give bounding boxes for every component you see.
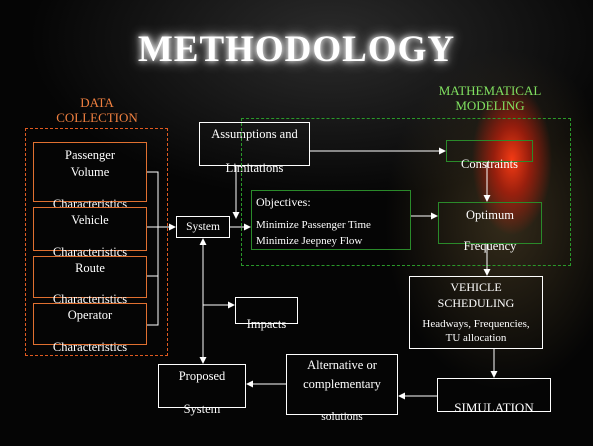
vehicle-scheduling-line2: SCHEDULING — [437, 296, 515, 310]
optimum-frequency-box — [438, 202, 542, 244]
passenger-label: Passenger — [65, 148, 115, 162]
operator-box — [33, 303, 147, 345]
limitations-label: Limitations — [225, 161, 284, 175]
proposed-system-box — [158, 364, 246, 408]
optimum-label: Optimum — [466, 208, 514, 222]
objective-jeepney-flow: Minimize Jeepney Flow — [256, 235, 363, 247]
vehicle-box — [33, 207, 147, 251]
alternative-line2: complementary — [303, 377, 381, 391]
alternative-line1: Alternative or — [307, 358, 377, 372]
system-box — [176, 216, 230, 238]
impacts-box — [235, 297, 298, 324]
vehicle-scheduling-line3: Headways, Frequencies, — [422, 318, 530, 330]
passenger-volume-box — [33, 142, 147, 202]
vehicle-scheduling-line4: TU allocation — [445, 332, 507, 344]
volume-label: Volume — [70, 165, 110, 179]
modeling-heading-line2: MODELING — [455, 97, 525, 113]
assumptions-box — [199, 122, 310, 166]
constraints-label: Constraints — [461, 157, 518, 171]
frequency-label: Frequency — [463, 239, 517, 253]
mathematical-heading-line1: MATHEMATICAL — [438, 83, 542, 98]
vehicle-label: Vehicle — [71, 213, 109, 227]
objective-passenger-time: Minimize Passenger Time — [256, 219, 371, 231]
data-collection-group — [25, 128, 168, 356]
assumptions-label: Assumptions and — [211, 127, 298, 141]
simulation-box — [437, 378, 551, 412]
data-collection-heading: DATA COLLECTION — [42, 95, 152, 126]
system-label: System — [186, 221, 220, 233]
proposed-label: Proposed — [178, 369, 226, 383]
vehicle-scheduling-line1: VEHICLE — [450, 280, 502, 294]
route-label: Route — [75, 261, 105, 275]
route-characteristics-label: Characteristics — [52, 292, 128, 306]
operator-label: Operator — [67, 308, 113, 322]
vehicle-characteristics-label: Characteristics — [52, 245, 128, 259]
data-collection-heading-line2: COLLECTION — [56, 109, 138, 125]
alternative-line3: solutions — [321, 411, 363, 423]
simulation-label: SIMULATION — [454, 400, 534, 415]
slide-title: METHODOLOGY — [137, 29, 456, 70]
mathematical-modeling-heading: MATHEMATICAL MODELING — [420, 83, 560, 114]
vehicle-scheduling-box — [409, 276, 543, 349]
data-collection-heading-line1: DATA — [80, 95, 114, 110]
proposed-system-label: System — [183, 402, 221, 416]
route-box — [33, 256, 147, 298]
mathematical-modeling-group — [241, 118, 571, 266]
impacts-label: Impacts — [246, 317, 287, 331]
objectives-heading: Objectives: — [256, 195, 311, 209]
objectives-box — [251, 190, 411, 250]
operator-characteristics-label: Characteristics — [52, 340, 128, 354]
constraints-box — [446, 140, 533, 162]
alternative-solutions-box — [286, 354, 398, 415]
